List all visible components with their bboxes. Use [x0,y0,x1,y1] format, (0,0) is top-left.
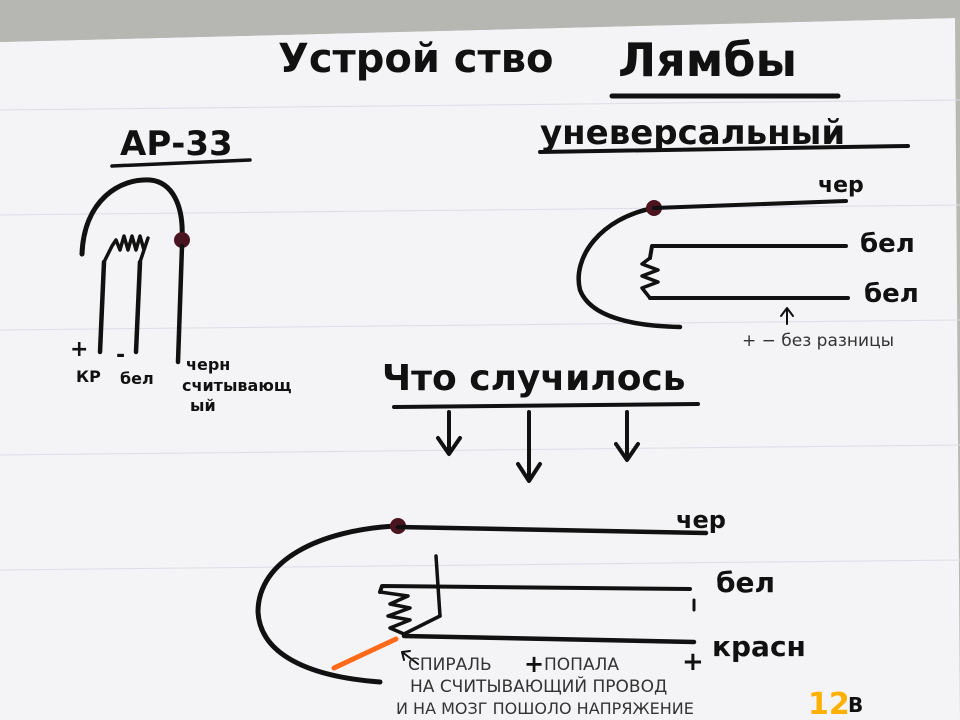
right-wire-mid-label: бел [860,229,915,259]
left-wire-red-label: КР [76,367,101,386]
left-heading-underline [110,158,252,168]
bottom-heater-bracket [378,584,692,594]
left-minus-label: - [116,343,125,368]
left-sensor [79,177,190,365]
title-prefix: Устрой ство [278,36,554,82]
bottom-short-diagonal [402,614,442,636]
bottom-note-1b: ПОПАЛА [544,655,619,675]
bottom-sensor [255,518,709,685]
bottom-note-3: И НА МОЗГ ПОШОЛО НАПРЯЖЕНИЕ [396,699,694,718]
right-heater-bracket [648,244,848,260]
arrow-down-1 [436,410,462,456]
title-word: Лямбы [618,33,797,87]
left-junction-dot [174,232,190,248]
left-wire-black-label-1: черн [186,355,230,374]
bottom-note-2: НА СЧИТЫВАЮЩИЙ ПРОВОД [410,675,667,697]
bottom-voltage-unit: В [848,693,863,717]
left-heading: АР-33 [120,124,233,164]
bottom-short-stroke [434,554,442,618]
bottom-wire-top [395,524,709,536]
paper-grid [0,99,960,571]
bottom-note-arrow [401,650,419,665]
arrow-down-3 [614,410,640,462]
left-heater-spiral [102,234,150,264]
right-wire-bot-label: бел [864,279,919,309]
bottom-note-1a: СПИРАЛЬ [408,655,492,675]
bottom-wire-top-label: чер [676,506,726,534]
left-plus-label: + [70,337,88,362]
right-sensor [576,199,850,330]
arrow-down-2 [516,410,542,483]
bottom-wire-mid-label: бел [716,566,775,599]
left-wire-red [97,259,107,355]
left-wire-white-label: бел [120,369,154,388]
right-wire-top-label: чер [818,173,864,198]
left-wire-black-label-3: ый [190,396,216,415]
left-wire-black [175,243,185,365]
right-note: + − без разницы [742,331,894,351]
left-wire-black-label-2: считывающ [182,376,292,395]
left-sensor-arch [79,177,185,257]
right-note-arrow [780,307,794,325]
middle-heading-underline [392,402,700,409]
right-heater-spiral [640,256,660,300]
bottom-note-plus: + [524,650,544,678]
right-sensor-arc [576,205,683,330]
bottom-sensor-arc [255,523,399,685]
bottom-wire-bottom [401,633,697,645]
bottom-wire-plus: + [682,647,704,677]
middle-heading: Что случилось [382,358,686,399]
right-wire-top [652,199,848,210]
left-wire-white [133,259,143,355]
bottom-short-wire [331,636,399,671]
paper-sheet [0,18,960,720]
bottom-heater-spiral [378,590,412,636]
bottom-wire-bot-label: красн [712,630,806,663]
bottom-voltage-number: 12 [808,687,850,720]
paper-shadow [0,0,960,42]
right-heading-underline [538,144,910,154]
